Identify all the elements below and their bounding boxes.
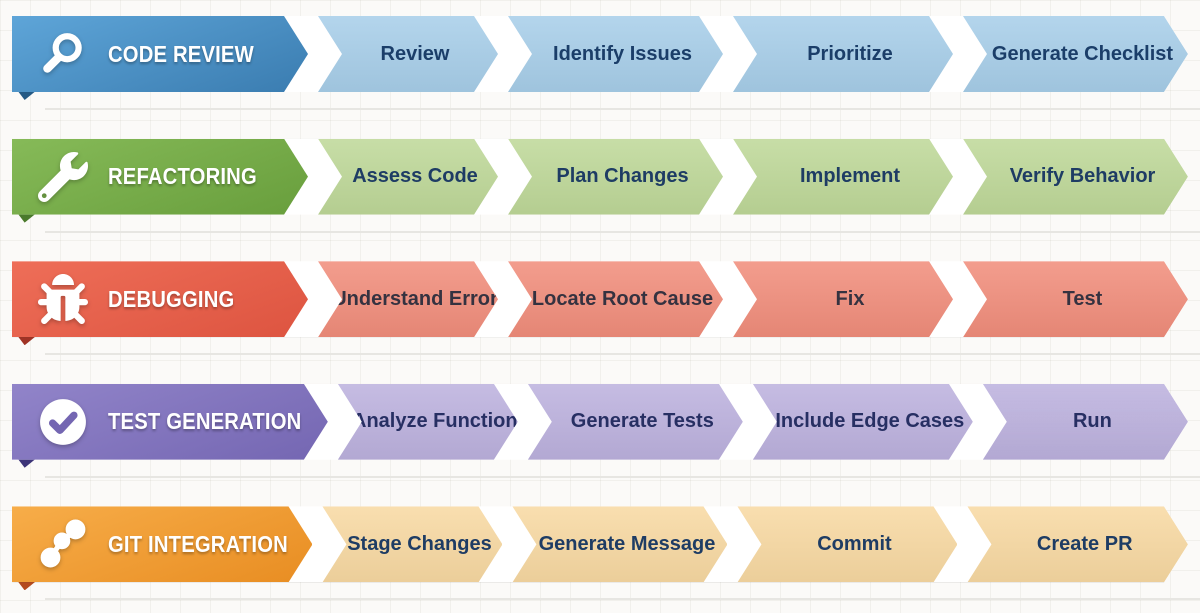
workflow-title: REFACTORING	[108, 163, 257, 190]
workflow-step: Commit	[737, 506, 957, 582]
workflow-bar: GIT INTEGRATION Stage Changes Generate M…	[12, 506, 1188, 582]
workflow-title: TEST GENERATION	[108, 408, 302, 435]
workflow-title: CODE REVIEW	[108, 40, 254, 67]
workflow-step: Verify Behavior	[963, 139, 1188, 215]
workflow-step: Analyze Function	[338, 384, 518, 460]
workflow-title: GIT INTEGRATION	[108, 530, 288, 557]
bug-icon	[38, 274, 88, 324]
workflow-step: Prioritize	[733, 16, 953, 92]
git-branch-icon	[38, 519, 88, 569]
workflow-step: Fix	[733, 261, 953, 337]
workflow-bar: DEBUGGING Understand Error Locate Root C…	[12, 261, 1188, 337]
workflow-step: Run	[983, 384, 1188, 460]
workflow-step: Identify Issues	[508, 16, 723, 92]
workflow-bar: CODE REVIEW Review Identify Issues Prior…	[12, 16, 1188, 92]
workflow-header-refactoring: REFACTORING	[12, 139, 308, 215]
workflow-row-refactoring: REFACTORING Assess Code Plan Changes Imp…	[0, 123, 1200, 246]
check-circle-icon	[38, 397, 88, 447]
workflow-step: Stage Changes	[322, 506, 502, 582]
workflow-bar: TEST GENERATION Analyze Function Generat…	[12, 384, 1188, 460]
workflow-header-debugging: DEBUGGING	[12, 261, 308, 337]
workflow-step: Plan Changes	[508, 139, 723, 215]
workflow-step: Generate Checklist	[963, 16, 1188, 92]
search-icon	[38, 29, 88, 79]
workflow-step: Assess Code	[318, 139, 498, 215]
workflow-step: Include Edge Cases	[753, 384, 973, 460]
workflow-step: Generate Message	[512, 506, 727, 582]
workflow-step: Review	[318, 16, 498, 92]
workflow-row-debugging: DEBUGGING Understand Error Locate Root C…	[0, 245, 1200, 368]
workflow-row-test-generation: TEST GENERATION Analyze Function Generat…	[0, 368, 1200, 491]
workflow-step: Test	[963, 261, 1188, 337]
workflow-step: Locate Root Cause	[508, 261, 723, 337]
workflow-step: Understand Error	[318, 261, 498, 337]
workflow-header-git-integration: GIT INTEGRATION	[12, 506, 312, 582]
workflow-row-code-review: CODE REVIEW Review Identify Issues Prior…	[0, 0, 1200, 123]
workflow-row-git-integration: GIT INTEGRATION Stage Changes Generate M…	[0, 490, 1200, 613]
workflow-step: Create PR	[967, 506, 1188, 582]
wrench-icon	[38, 152, 88, 202]
workflow-step: Generate Tests	[528, 384, 743, 460]
workflow-title: DEBUGGING	[108, 285, 235, 312]
workflow-header-code-review: CODE REVIEW	[12, 16, 308, 92]
workflow-header-test-generation: TEST GENERATION	[12, 384, 328, 460]
workflow-step: Implement	[733, 139, 953, 215]
workflow-bar: REFACTORING Assess Code Plan Changes Imp…	[12, 139, 1188, 215]
